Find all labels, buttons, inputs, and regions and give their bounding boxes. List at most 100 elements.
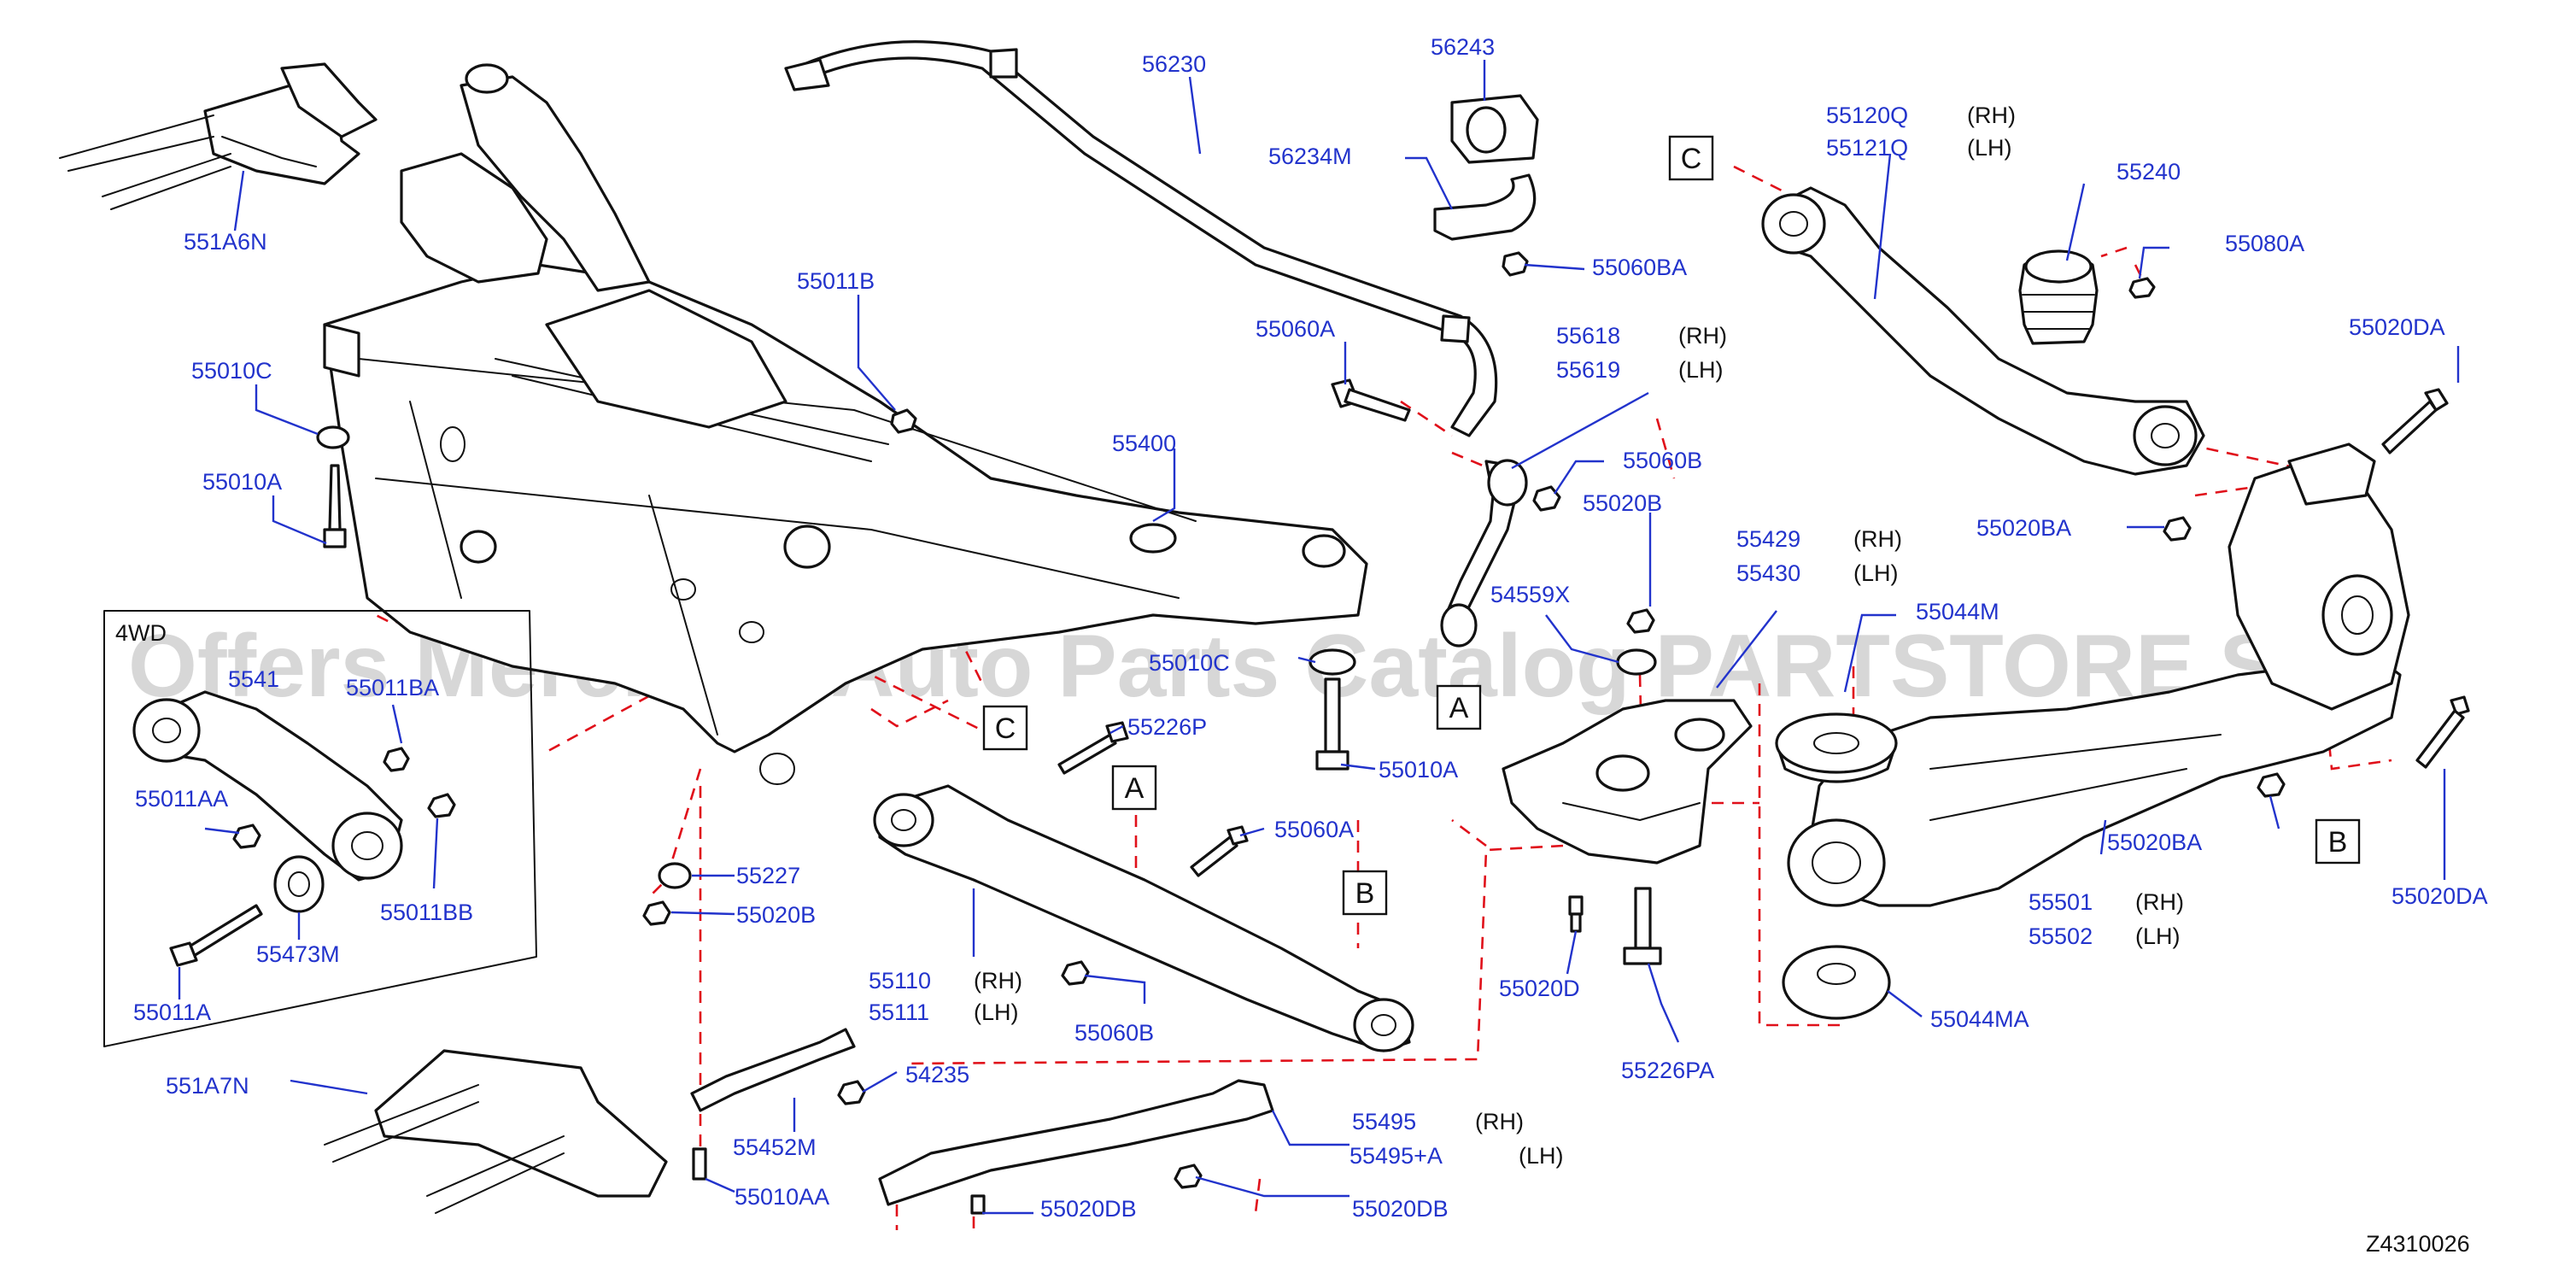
label-55226PA: 55226PA [1621,1058,1714,1083]
part-54235-nut [837,1080,866,1105]
part-55060BA-nut [1502,251,1529,277]
label-55501-side: (RH) [2135,889,2184,915]
label-55111: 55111 [869,999,929,1025]
part-55227-washer [658,862,692,889]
part-55010C-washer-mid [1308,648,1356,676]
svg-text:C: C [995,712,1016,745]
part-55240-bump-stop [2018,249,2099,345]
label-55020BA-low: 55020BA [2107,829,2202,855]
label-56234M: 56234M [1268,144,1352,169]
label-55010C-mid: 55010C [1149,650,1230,676]
label-55400: 55400 [1112,431,1176,456]
part-55010A-bolt-mid [1315,677,1349,771]
part-55020D-bolt [1568,895,1584,933]
diagram-id: Z4310026 [2366,1231,2470,1257]
label-55121Q-side: (LH) [1967,135,2012,161]
label-55011BA: 55011BA [346,675,439,700]
part-labels: 551A6N 55010C 55010A 55011B 56230 56243 … [115,34,2488,1222]
label-55010C: 55010C [191,358,272,384]
label-55020DA-low: 55020DA [2392,883,2488,909]
part-55060B-nut-top [1532,485,1561,512]
label-55111-side: (LH) [974,999,1019,1025]
part-551A6N-bracket [59,62,378,210]
part-56230-stabilizer-bar [784,40,1498,437]
svg-text:B: B [2328,826,2348,859]
label-55226P: 55226P [1127,714,1207,740]
part-55618-stabilizer-link [1440,459,1528,648]
label-55110-side: (RH) [974,968,1022,994]
label-55011AA: 55011AA [135,786,228,812]
label-55060B-top: 55060B [1623,448,1702,473]
label-55010A: 55010A [202,469,282,495]
part-55495-link [878,1079,1274,1206]
part-55120Q-upper-arm [1761,186,2205,476]
part-55020BA-nut-top [2163,516,2192,542]
ref-box-b-mid: B [1342,870,1388,916]
part-55011B-nut [890,408,917,434]
label-55120Q-side: (RH) [1967,103,2016,128]
svg-text:B: B [1355,877,1375,910]
part-55044M-spring-seat [1775,712,1898,783]
label-55110: 55110 [869,968,931,994]
label-55011BB: 55011BB [380,900,473,925]
ref-box-c-top: C [1668,135,1714,181]
label-55429-side: (RH) [1853,526,1902,552]
part-55020B-nut-low [642,900,671,926]
part-55060A-bolt-mid [1190,825,1249,877]
label-55430: 55430 [1736,560,1800,586]
label-55080A: 55080A [2225,231,2304,256]
label-55020DB-left: 55020DB [1040,1196,1137,1222]
label-55011B: 55011B [797,268,875,294]
part-55400-subframe [323,63,1368,785]
label-55121Q: 55121Q [1826,135,1908,161]
label-5541x: 5541 [228,666,279,692]
label-55120Q: 55120Q [1826,103,1908,128]
label-551A7N: 551A7N [166,1073,249,1099]
label-551A6N: 551A6N [184,229,267,255]
part-55020BA-nut-low [2257,772,2286,798]
label-55240: 55240 [2116,159,2181,185]
label-55495A-side: (LH) [1519,1143,1564,1169]
part-551A7N-bracket [324,1049,668,1214]
label-54559X: 54559X [1490,582,1570,607]
label-55020B-mid: 55020B [1583,490,1662,516]
part-55110-lower-link [873,784,1414,1052]
label-55502-side: (LH) [2135,923,2181,949]
part-55080A-bolt [2128,277,2156,299]
label-55010A-mid: 55010A [1379,757,1458,783]
part-55010A-bolt [323,464,347,548]
ref-box-a-mid: A [1111,765,1157,811]
label-55501: 55501 [2029,889,2093,915]
part-55429-bracket [1502,699,1753,865]
label-55020D: 55020D [1499,976,1580,1001]
label-56230: 56230 [1142,51,1206,77]
label-55020DB-right: 55020DB [1352,1196,1449,1222]
ref-box-c-mid: C [982,705,1028,751]
part-55501-lower-arm [1809,443,2410,907]
part-56243-bushing [1450,94,1539,164]
part-55020B-nut-mid [1626,608,1655,634]
part-55060A-bolt [1331,378,1411,422]
label-55011A: 55011A [133,999,211,1025]
label-55619: 55619 [1556,357,1620,383]
label-55473M: 55473M [256,941,340,967]
part-55020DA-bolt-low [2415,695,2470,769]
label-55020BA-top: 55020BA [1976,515,2071,541]
leader-lines [178,60,2460,1215]
part-55452M-bracket [690,1028,856,1112]
label-55044M: 55044M [1916,599,1999,624]
part-55044MA-seat [1782,945,1891,1020]
label-55495: 55495 [1352,1109,1416,1134]
part-56234M-clamp [1433,173,1537,241]
label-55452M: 55452M [733,1134,817,1160]
part-55010AA-bolt [692,1147,707,1181]
label-55060A-mid: 55060A [1274,817,1354,842]
label-56243: 56243 [1431,34,1495,60]
label-55060B-low: 55060B [1074,1020,1154,1046]
part-55010C-washer [316,425,350,449]
part-55020DB-bolt-right [1174,1164,1203,1189]
svg-text:A: A [1125,772,1145,805]
label-55495-side: (RH) [1475,1109,1524,1134]
